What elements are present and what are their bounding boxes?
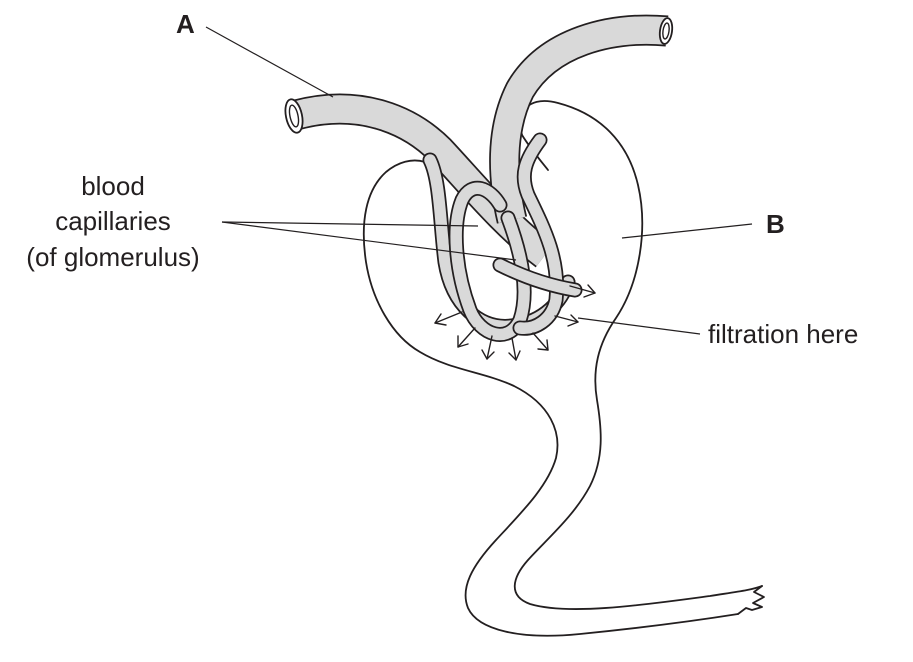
filtration-arrow: [435, 312, 462, 325]
label-capillaries-line-2: capillaries: [55, 206, 171, 236]
bowmans-capsule-outline: [364, 101, 762, 636]
leader-filtration: [578, 318, 700, 334]
leader-a: [206, 27, 333, 97]
leader-capillaries-2: [222, 222, 516, 260]
filtration-arrow: [555, 315, 578, 326]
filtration-arrow: [509, 338, 520, 360]
label-filtration: filtration here: [708, 319, 858, 349]
label-capillaries-line-3: (of glomerulus): [26, 242, 199, 272]
filtration-arrow: [533, 333, 548, 350]
filtration-arrow: [458, 328, 475, 347]
label-capillaries-line-1: blood: [81, 171, 145, 201]
label-a: A: [176, 9, 195, 39]
label-b: B: [766, 209, 785, 239]
